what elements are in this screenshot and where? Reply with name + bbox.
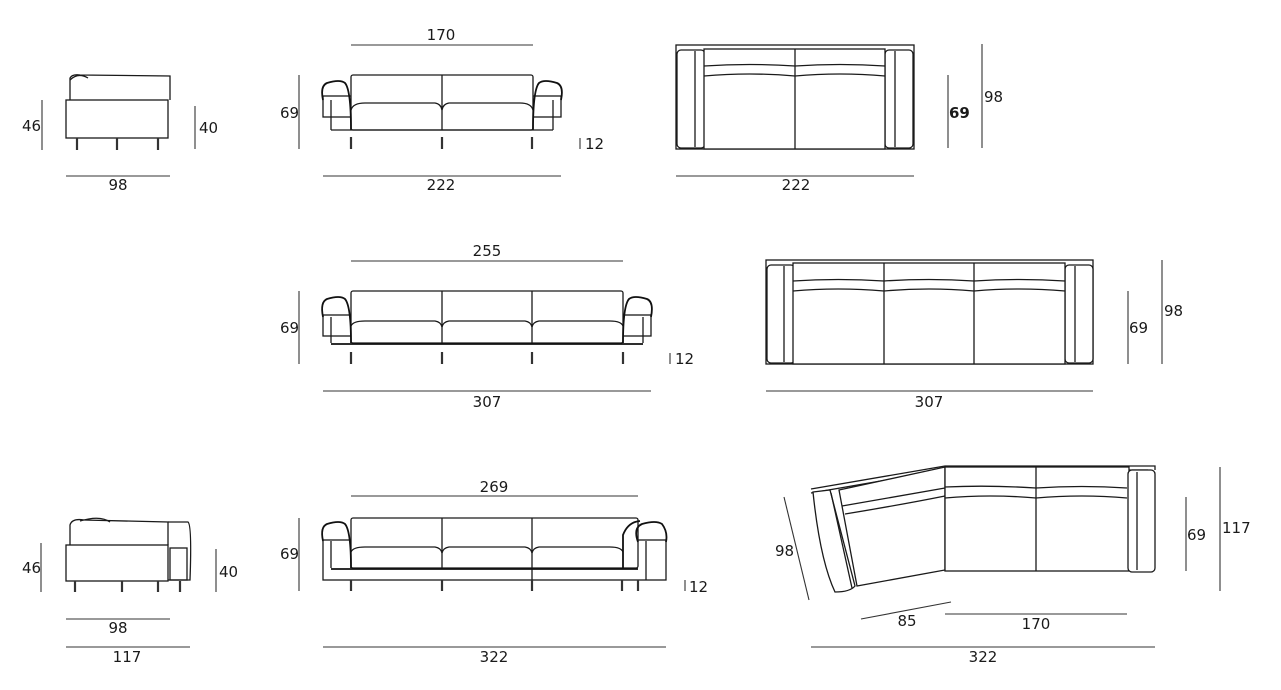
dim-label-arm-height: 40: [219, 563, 239, 581]
dim-label-total-width: 322: [479, 648, 509, 666]
dim-label-seat-depth: 69: [1129, 319, 1149, 337]
dim-label-total-width: 222: [426, 176, 456, 194]
top-view-two-seat: [675, 44, 983, 177]
dim-label-total-depth: 98: [1164, 302, 1184, 320]
dim-label-leg-height: 12: [689, 578, 709, 596]
side-view-corner: [40, 517, 217, 648]
dim-label-total-depth: 117: [112, 648, 142, 666]
dim-label-depth: 98: [108, 176, 128, 194]
dim-label-total-depth: 117: [1222, 519, 1251, 537]
dim-label-seat-height: 46: [22, 559, 42, 577]
dim-label-height: 69: [280, 319, 300, 337]
dim-label-top-width: 322: [968, 648, 998, 666]
top-view-corner: [783, 465, 1221, 648]
front-view-corner: [298, 495, 686, 648]
dim-label-top-width: 307: [914, 393, 944, 411]
front-view-three-seat: [298, 260, 671, 392]
dim-label-inner-width: 255: [472, 242, 502, 260]
dim-label-height: 69: [280, 545, 300, 563]
dim-label-leg-height: 12: [675, 350, 695, 368]
dim-label-arm-height: 40: [199, 119, 219, 137]
dim-label-inner-width: 170: [426, 26, 456, 44]
dim-label-leg-height: 12: [585, 135, 605, 153]
front-view-two-seat: [298, 44, 581, 177]
dim-label-total-depth: 98: [984, 88, 1004, 106]
dim-label-height: 69: [280, 104, 300, 122]
dim-label-seat-depth: 69: [949, 104, 970, 122]
side-view-two-seat: [41, 74, 196, 177]
dim-label-seat-depth: 69: [1187, 526, 1207, 544]
dim-label-seat-height: 46: [22, 117, 42, 135]
dim-label-top-width: 222: [781, 176, 811, 194]
dim-label-straight-width: 170: [1021, 615, 1051, 633]
dim-label-total-width: 307: [472, 393, 502, 411]
top-view-three-seat: [765, 259, 1163, 392]
dim-label-inner-width: 269: [479, 478, 509, 496]
dim-label-depth: 98: [108, 619, 128, 637]
dim-label-angled-depth: 98: [775, 542, 795, 560]
dim-label-angled-width: 85: [897, 612, 917, 630]
